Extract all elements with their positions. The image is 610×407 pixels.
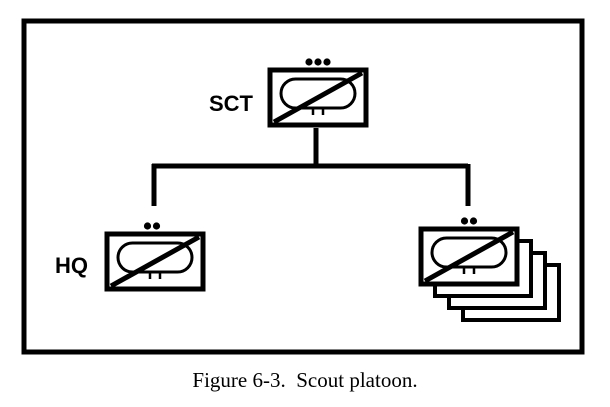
figure-caption: Figure 6-3. Scout platoon. (0, 368, 610, 393)
unit-sections (418, 217, 520, 287)
echelon-dot (469, 217, 478, 225)
mount-marks (148, 272, 162, 279)
echelon-dot (152, 222, 161, 230)
caption-title: Scout platoon. (296, 368, 418, 392)
armored-cavalry-icon (104, 231, 206, 292)
armored-cavalry-icon (267, 67, 369, 128)
cavalry-slash (423, 229, 515, 284)
mount-marks (311, 108, 325, 115)
echelon-dot (323, 58, 331, 66)
connector-lines (151, 128, 471, 206)
unit-label-sct: SCT (209, 91, 254, 116)
mount-marks (462, 267, 476, 274)
track-oval (279, 77, 357, 110)
echelon-dot (143, 222, 152, 230)
track-oval (116, 241, 194, 274)
track-oval (430, 236, 508, 269)
unit-sct: SCT (209, 58, 369, 128)
cavalry-slash (109, 234, 201, 289)
echelon-dots-hq (143, 222, 161, 230)
echelon-dot (305, 58, 313, 66)
unit-label-hq: HQ (55, 253, 88, 278)
cavalry-slash (272, 70, 364, 125)
caption-number: Figure 6-3. (192, 368, 286, 392)
diagram-frame (21, 18, 585, 355)
echelon-dots-sections (460, 217, 478, 225)
echelon-dot (314, 58, 322, 66)
unit-hq: HQ (55, 222, 206, 292)
echelon-dots-sct (305, 58, 331, 66)
armored-cavalry-icon (418, 226, 520, 287)
echelon-dot (460, 217, 469, 225)
